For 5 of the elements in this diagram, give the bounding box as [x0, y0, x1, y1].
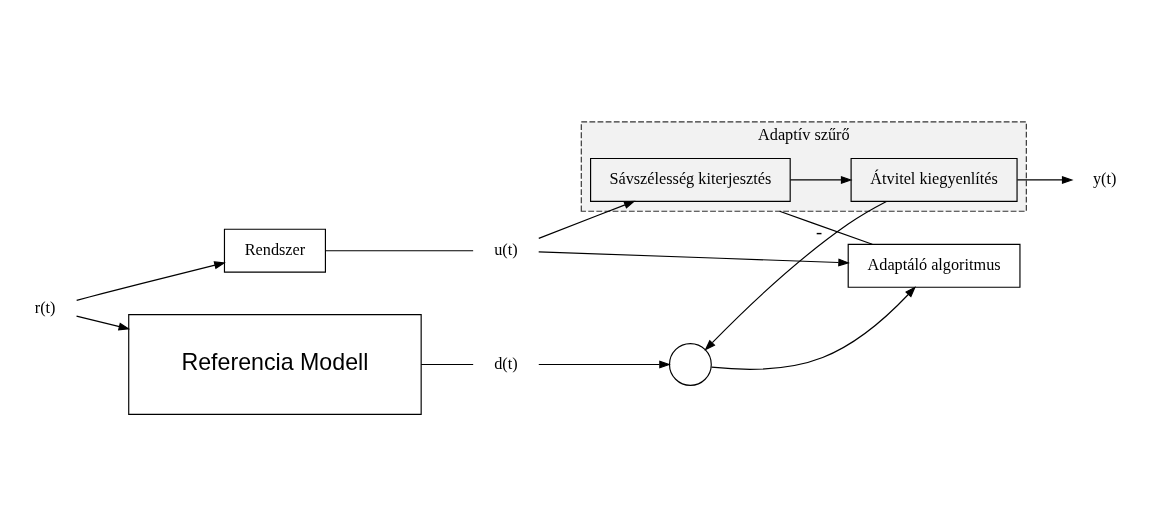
node-text: u(t): [494, 240, 518, 259]
node-text: d(t): [494, 354, 518, 373]
edge-label: -: [816, 220, 823, 242]
node-text: y(t): [1092, 169, 1117, 188]
node-text: r(t): [34, 298, 56, 317]
